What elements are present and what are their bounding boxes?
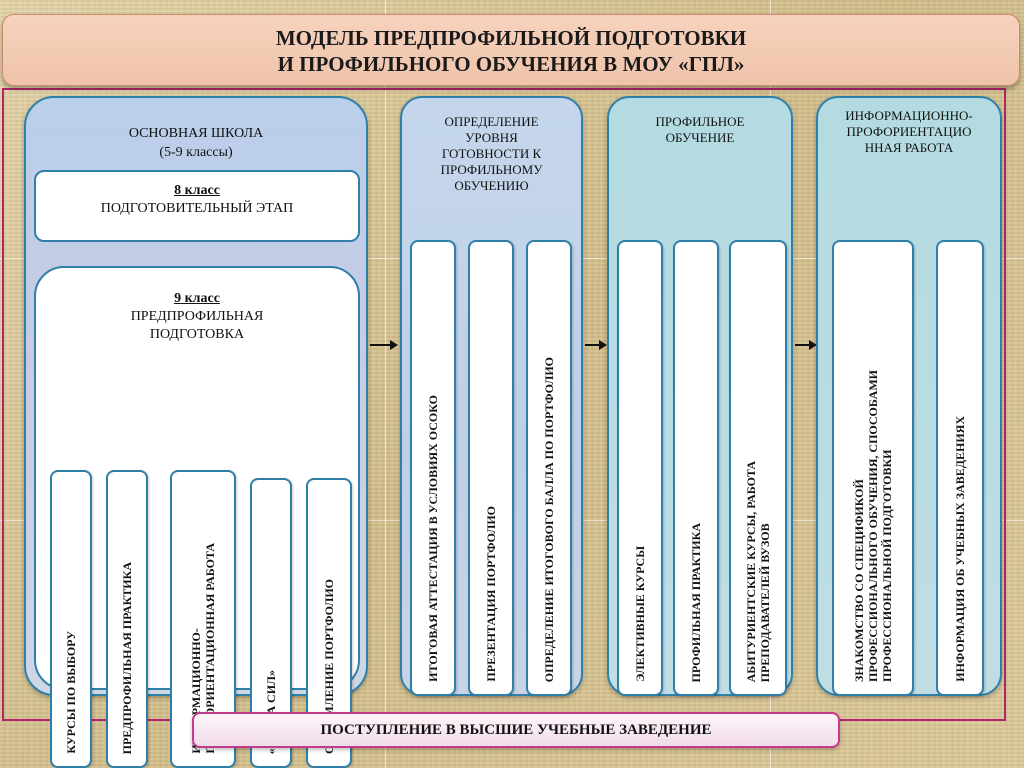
info-work-item-specifics: ЗНАКОМСТВО СО СПЕЦИФИКОЙ ПРОФЕССИОНАЛЬНО… (832, 240, 914, 696)
info-work-item-label: ИНФОРМАЦИЯ ОБ УЧЕБНЫХ ЗАВЕДЕНИЯХ (953, 416, 967, 682)
info-work-item-label: ПРОФЕССИОНАЛЬНОГО ОБУЧЕНИЯ, СПОСОБАМИ (866, 370, 880, 682)
readiness-item-label: ИТОГОВАЯ АТТЕСТАЦИЯ В УСЛОВИЯХ ОСОКО (426, 395, 440, 682)
activity-elective-courses: КУРСЫ ПО ВЫБОРУ (50, 470, 92, 768)
flow-arrow (370, 340, 398, 350)
profile-title-line: ОБУЧЕНИЕ (665, 130, 735, 145)
profile-item-label: АБИТУРИЕНТСКИЕ КУРСЫ, РАБОТА (744, 460, 758, 682)
profile-item-label: ПРОФИЛЬНАЯ ПРАКТИКА (689, 522, 703, 682)
profile-title: ПРОФИЛЬНОЕ ОБУЧЕНИЕ (609, 114, 791, 146)
grade-9-stage-line-2: ПОДГОТОВКА (149, 327, 245, 342)
readiness-title-line: ПРОФИЛЬНОМУ (440, 162, 543, 177)
profile-item-applicant-courses: АБИТУРИЕНТСКИЕ КУРСЫ, РАБОТА ПРЕПОДАВАТЕ… (729, 240, 787, 696)
slide-title: МОДЕЛЬ ПРЕДПРОФИЛЬНОЙ ПОДГОТОВКИ И ПРОФИ… (2, 14, 1020, 86)
readiness-item-label: ПРЕЗЕНТАЦИЯ ПОРТФОЛИО (484, 506, 498, 682)
info-work-item-label: ЗНАКОМСТВО СО СПЕЦИФИКОЙ (852, 479, 866, 682)
profile-column: ПРОФИЛЬНОЕ ОБУЧЕНИЕ ЭЛЕКТИВНЫЕ КУРСЫ ПРО… (607, 96, 793, 696)
info-work-title-line: ННАЯ РАБОТА (864, 140, 954, 155)
info-work-item-label: ПРОФЕССИОНАЛЬНОЙ ПОДГОТОВКИ (880, 449, 894, 682)
info-work-column: ИНФОРМАЦИОННО- ПРОФОРИЕНТАЦИО ННАЯ РАБОТ… (816, 96, 1002, 696)
readiness-item-label: ОПРЕДЕЛЕНИЕ ИТОГОВОГО БАЛЛА ПО ПОРТФОЛИО (542, 356, 556, 682)
readiness-title: ОПРЕДЕЛЕНИЕ УРОВНЯ ГОТОВНОСТИ К ПРОФИЛЬН… (402, 114, 581, 194)
grade-8-stage: ПОДГОТОВИТЕЛЬНЫЙ ЭТАП (100, 201, 294, 216)
info-work-title: ИНФОРМАЦИОННО- ПРОФОРИЕНТАЦИО ННАЯ РАБОТ… (818, 108, 1000, 156)
flow-arrow (795, 340, 817, 350)
profile-item-practice: ПРОФИЛЬНАЯ ПРАКТИКА (673, 240, 719, 696)
profile-item-electives: ЭЛЕКТИВНЫЕ КУРСЫ (617, 240, 663, 696)
readiness-item-portfolio-presentation: ПРЕЗЕНТАЦИЯ ПОРТФОЛИО (468, 240, 514, 696)
main-school-title: ОСНОВНАЯ ШКОЛА (5-9 классы) (26, 124, 366, 162)
readiness-item-portfolio-score: ОПРЕДЕЛЕНИЕ ИТОГОВОГО БАЛЛА ПО ПОРТФОЛИО (526, 240, 572, 696)
flow-arrow (585, 340, 607, 350)
main-school-grades: (5-9 классы) (159, 145, 233, 160)
info-work-title-line: ИНФОРМАЦИОННО- (845, 108, 973, 123)
info-work-item-institutions: ИНФОРМАЦИЯ ОБ УЧЕБНЫХ ЗАВЕДЕНИЯХ (936, 240, 984, 696)
grade-9-stage-line-1: ПРЕДПРОФИЛЬНАЯ (130, 309, 264, 324)
title-line-1: МОДЕЛЬ ПРЕДПРОФИЛЬНОЙ ПОДГОТОВКИ (275, 26, 747, 50)
main-school-heading: ОСНОВНАЯ ШКОЛА (128, 126, 264, 141)
grid-line (385, 0, 386, 768)
readiness-item-final-attestation: ИТОГОВАЯ АТТЕСТАЦИЯ В УСЛОВИЯХ ОСОКО (410, 240, 456, 696)
grade-8-heading: 8 класс (174, 183, 220, 198)
activity-preprofile-practice: ПРЕДПРОФИЛЬНАЯ ПРАКТИКА (106, 470, 148, 768)
readiness-title-line: ГОТОВНОСТИ К (441, 146, 542, 161)
readiness-title-line: ОБУЧЕНИЮ (454, 178, 529, 193)
activity-label: КУРСЫ ПО ВЫБОРУ (64, 631, 78, 754)
grade-9-heading: 9 класс (174, 291, 220, 306)
main-school-column: ОСНОВНАЯ ШКОЛА (5-9 классы) 8 класс ПОДГ… (24, 96, 368, 768)
grade-8-box: 8 класс ПОДГОТОВИТЕЛЬНЫЙ ЭТАП (34, 170, 360, 242)
activity-label: ПРЕДПРОФИЛЬНАЯ ПРАКТИКА (120, 561, 134, 754)
title-line-2: И ПРОФИЛЬНОГО ОБУЧЕНИЯ В МОУ «ГПЛ» (277, 52, 745, 76)
footer-university-admission: ПОСТУПЛЕНИЕ В ВЫСШИЕ УЧЕБНЫЕ ЗАВЕДЕНИЕ (192, 712, 840, 748)
readiness-title-line: УРОВНЯ (465, 130, 518, 145)
profile-item-label: ЭЛЕКТИВНЫЕ КУРСЫ (633, 546, 647, 682)
readiness-title-line: ОПРЕДЕЛЕНИЕ (444, 114, 539, 129)
profile-title-line: ПРОФИЛЬНОЕ (655, 114, 745, 129)
profile-item-label: ПРЕПОДАВАТЕЛЕЙ ВУЗОВ (758, 523, 772, 682)
readiness-column: ОПРЕДЕЛЕНИЕ УРОВНЯ ГОТОВНОСТИ К ПРОФИЛЬН… (400, 96, 583, 696)
info-work-title-line: ПРОФОРИЕНТАЦИО (846, 124, 972, 139)
grade-9-box: 9 класс ПРЕДПРОФИЛЬНАЯ ПОДГОТОВКА КУРСЫ … (34, 266, 360, 768)
